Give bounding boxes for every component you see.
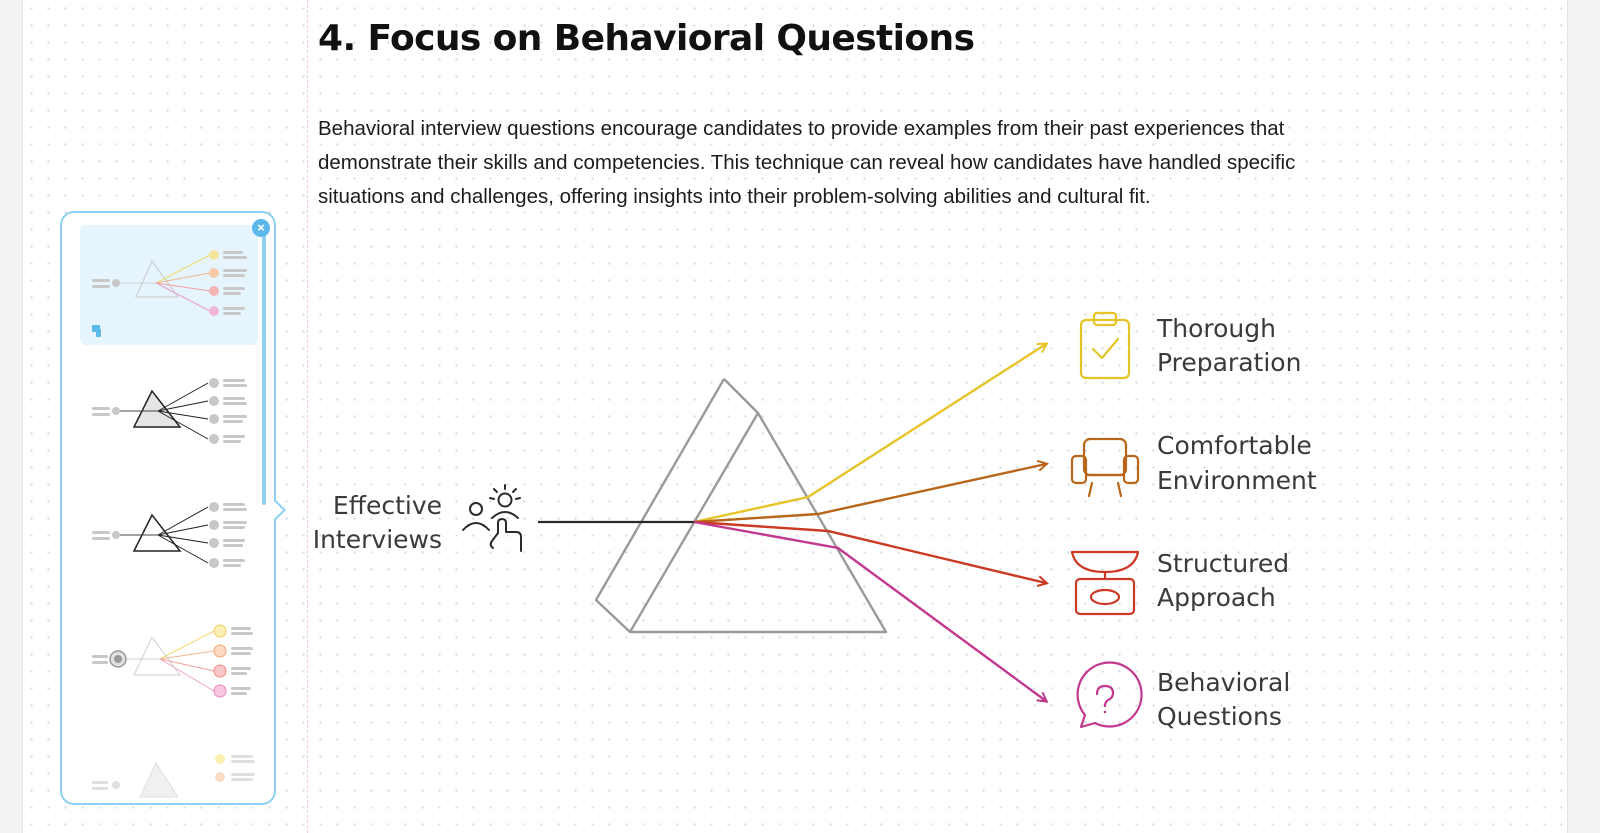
question-bubble-icon bbox=[1076, 661, 1143, 729]
source-label-line1: Effective bbox=[333, 491, 442, 520]
output-label-1-line1: Thorough bbox=[1156, 314, 1276, 343]
output-label-2-line1: Comfortable bbox=[1157, 431, 1312, 460]
variations-list[interactable] bbox=[62, 213, 274, 803]
people-hand-icon bbox=[462, 484, 522, 552]
variation-thumbnail-3[interactable] bbox=[72, 479, 258, 599]
ray-comfortable-environment bbox=[693, 464, 1046, 524]
close-icon[interactable]: × bbox=[252, 219, 270, 237]
panel-scrollbar[interactable] bbox=[262, 225, 266, 505]
output-label-2-line2: Environment bbox=[1157, 466, 1317, 495]
canvas-frame bbox=[22, 0, 1568, 833]
output-label-4-line2: Questions bbox=[1157, 702, 1282, 731]
source-label-line2: Interviews bbox=[313, 525, 442, 554]
prism-shape bbox=[594, 378, 888, 634]
output-label-3-line2: Approach bbox=[1157, 583, 1276, 612]
ray-thorough-preparation bbox=[693, 344, 1046, 524]
armchair-icon bbox=[1070, 437, 1140, 498]
scale-icon bbox=[1070, 550, 1140, 616]
clipboard-check-icon bbox=[1079, 311, 1131, 380]
section-heading: 4. Focus on Behavioral Questions bbox=[318, 18, 975, 59]
ray-structured-approach bbox=[693, 520, 1046, 583]
output-label-3-line1: Structured bbox=[1157, 549, 1289, 578]
ray-behavioral-questions bbox=[693, 520, 1046, 701]
variation-thumbnail-2[interactable] bbox=[72, 353, 258, 473]
thumbs-down-icon[interactable] bbox=[92, 325, 101, 337]
section-paragraph: Behavioral interview questions encourage… bbox=[318, 117, 1296, 208]
output-label-4-line1: Behavioral bbox=[1157, 668, 1290, 697]
column-divider bbox=[307, 0, 308, 833]
output-label-1-line2: Preparation bbox=[1157, 348, 1301, 377]
visual-variations-panel: × bbox=[60, 211, 286, 805]
thumbnail-preview bbox=[72, 378, 247, 444]
thumbnail-preview bbox=[72, 502, 247, 568]
